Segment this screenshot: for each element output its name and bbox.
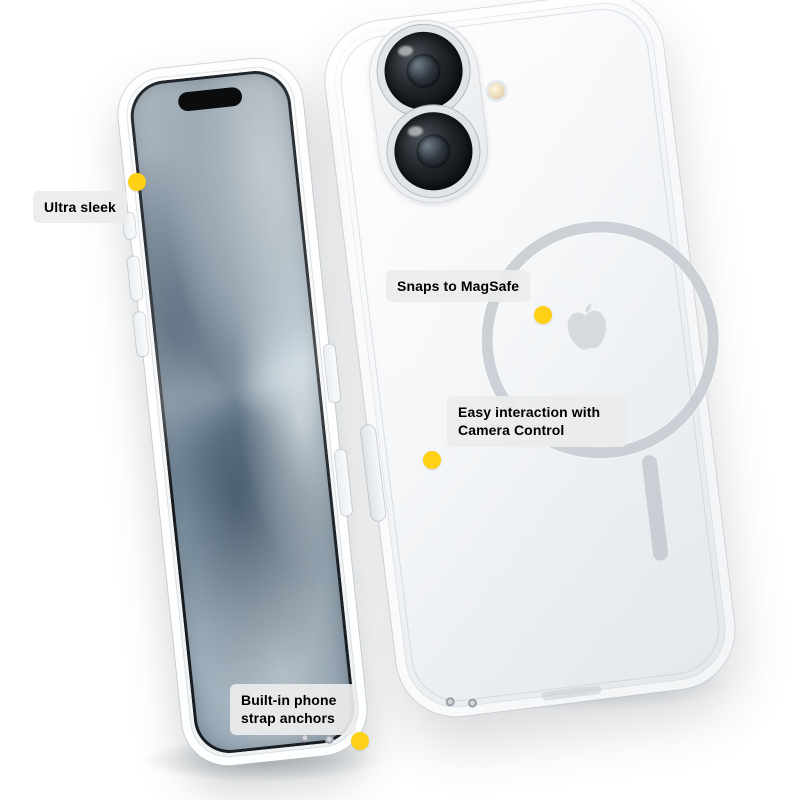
callout-dot-camera-control — [423, 451, 441, 469]
lens-highlight — [406, 125, 424, 138]
phone-screen-wallpaper — [127, 67, 358, 757]
power-button — [323, 344, 341, 403]
lens-glass — [414, 132, 453, 171]
callout-label-ultra-sleek: Ultra sleek — [33, 191, 127, 224]
strap-anchor-hole — [445, 696, 456, 707]
volume-up-button — [127, 256, 143, 301]
callout-label-strap-anchors: Built-in phone strap anchors — [230, 684, 356, 735]
phone-back-in-case — [318, 0, 742, 724]
volume-down-button — [133, 311, 149, 357]
callout-dot-strap-anchors — [351, 732, 369, 750]
camera-control-button — [334, 449, 353, 517]
apple-logo-icon — [567, 303, 607, 350]
lens-highlight — [397, 45, 414, 58]
strap-anchor-hole — [324, 734, 335, 745]
callout-dot-ultra-sleek — [128, 173, 146, 191]
rear-camera-lens-top — [380, 27, 468, 115]
rear-camera-lens-bottom — [389, 107, 477, 195]
camera-control-button — [360, 424, 387, 522]
callout-label-camera-control: Easy interaction with Camera Control — [447, 396, 627, 447]
callout-dot-snaps-magsafe — [534, 306, 552, 324]
callout-label-snaps-magsafe: Snaps to MagSafe — [386, 270, 531, 303]
lens-glass — [404, 51, 443, 90]
phone-front-in-case — [113, 54, 372, 770]
strap-anchor-hole — [467, 698, 478, 709]
